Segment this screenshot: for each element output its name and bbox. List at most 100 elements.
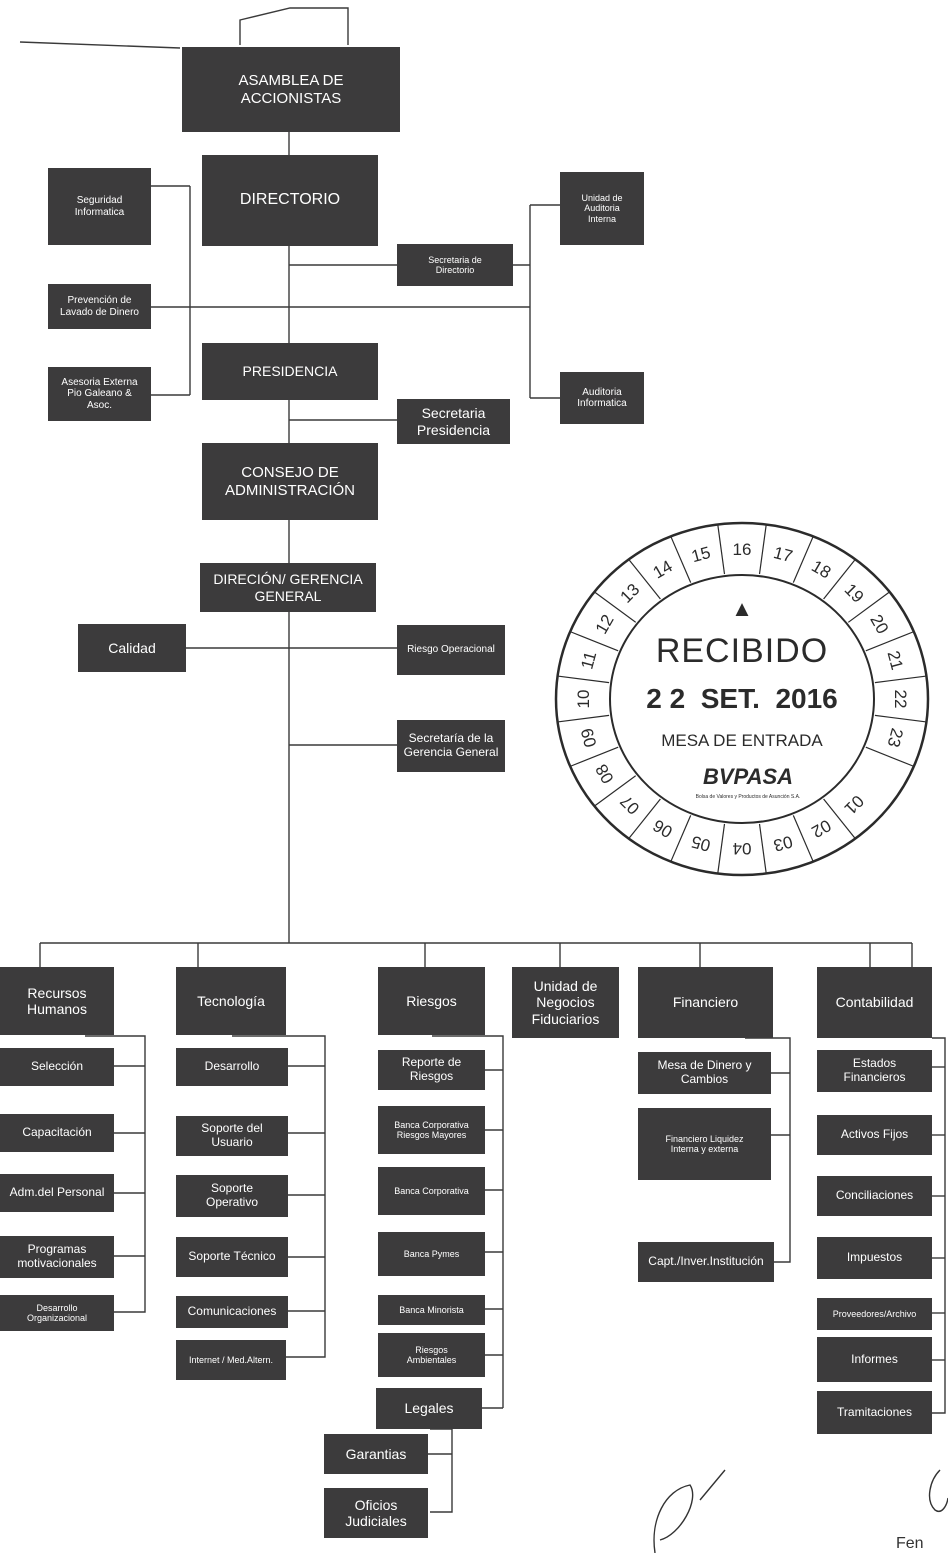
- stamp-ring-divider: [670, 537, 692, 583]
- stamp-ring-number: 19: [841, 580, 868, 607]
- stamp-ring-number: 16: [733, 540, 752, 559]
- stamp-ring-number: 11: [577, 649, 600, 671]
- node-calidad: Calidad: [78, 624, 186, 672]
- stamp-ring-number: 23: [883, 726, 906, 749]
- stamp-ring-number: 12: [592, 611, 618, 637]
- stamp-ring-number: 10: [574, 690, 593, 709]
- stamp-ring-number: 04: [733, 839, 752, 858]
- stamp-ring-divider: [717, 823, 726, 873]
- legales-garantias: Garantias: [324, 1434, 428, 1474]
- stamp-ring-number: 02: [808, 816, 834, 842]
- tec-soporte-usuario: Soporte del Usuario: [176, 1116, 288, 1156]
- stamp-ring-divider: [758, 823, 767, 873]
- riesgos-legales: Legales: [376, 1388, 482, 1429]
- stamp-ring-divider: [758, 525, 767, 575]
- stamp-ring-number: 13: [617, 580, 644, 607]
- stamp-ring-number: 15: [689, 543, 712, 566]
- tec-soporte-operativo: Soporte Operativo: [176, 1175, 288, 1217]
- stamp-ring-divider: [792, 537, 814, 583]
- node-consejo-administracion: CONSEJO DE ADMINISTRACIÓN: [202, 443, 378, 520]
- cont-proveedores-archivo: Proveedores/Archivo: [817, 1298, 932, 1330]
- stamp-ring-divider: [594, 775, 637, 806]
- stamp-ring-number: 08: [592, 761, 618, 787]
- node-gerencia-general: DIRECIÓN/ GERENCIA GENERAL: [200, 563, 376, 612]
- node-seguridad-informatica: Seguridad Informatica: [48, 168, 151, 245]
- stamp-logo-mark: ▲: [731, 596, 753, 621]
- fin-liquidez: Financiero Liquidez Interna y externa: [638, 1108, 771, 1180]
- stamp-ring-number: 22: [891, 690, 910, 709]
- stamp-logo: BVPASA: [703, 764, 793, 789]
- stamp-ring-divider: [558, 675, 610, 684]
- stamp-ring-number: 18: [808, 557, 834, 583]
- tec-desarrollo: Desarrollo: [176, 1048, 288, 1086]
- stamp-ring-number: 21: [883, 649, 906, 672]
- stamp-ring-divider: [570, 746, 619, 767]
- stamp-ring-number: 09: [577, 726, 600, 749]
- stamp-ring-number: 17: [771, 543, 794, 566]
- dept-riesgos: Riesgos: [378, 967, 485, 1035]
- stamp-ring-divider: [792, 815, 814, 861]
- stamp-ring-divider: [823, 559, 856, 600]
- node-presidencia: PRESIDENCIA: [202, 343, 378, 400]
- stamp-date: 2 2 SET. 2016: [646, 683, 837, 714]
- riesgos-banca-minorista: Banca Minorista: [378, 1295, 485, 1325]
- cont-conciliaciones: Conciliaciones: [817, 1176, 932, 1216]
- dept-financiero: Financiero: [638, 967, 773, 1038]
- stamp-ring-divider: [874, 675, 926, 684]
- stamp-ring-number: 01: [841, 791, 868, 818]
- node-secretaria-gerencia: Secretaría de la Gerencia General: [397, 720, 505, 772]
- stamp-logo-subtitle: Bolsa de Valores y Productos de Asunción…: [696, 794, 801, 800]
- riesgos-reporte: Reporte de Riesgos: [378, 1050, 485, 1090]
- riesgos-banca-corp-mayores: Banca Corporativa Riesgos Mayores: [378, 1106, 485, 1154]
- stamp-ring-divider: [670, 815, 692, 861]
- stamp-ring-number: 07: [617, 791, 644, 818]
- stamp-ring-number: 06: [650, 816, 676, 842]
- node-asesoria-externa: Asesoria Externa Pio Galeano & Asoc.: [48, 367, 151, 421]
- tec-soporte-tecnico: Soporte Técnico: [176, 1237, 288, 1277]
- node-directorio: DIRECTORIO: [202, 155, 378, 246]
- dept-contabilidad: Contabilidad: [817, 967, 932, 1038]
- fin-mesa-dinero: Mesa de Dinero y Cambios: [638, 1052, 771, 1094]
- node-asamblea: ASAMBLEA DE ACCIONISTAS: [182, 47, 400, 132]
- fin-capt-inver: Capt./Inver.Institución: [638, 1242, 774, 1282]
- rrhh-adm-personal: Adm.del Personal: [0, 1174, 114, 1212]
- stamp-ring-divider: [717, 525, 726, 575]
- stamp-ring-divider: [558, 714, 610, 723]
- tec-comunicaciones: Comunicaciones: [176, 1296, 288, 1328]
- stamp-ring-divider: [823, 798, 856, 839]
- cont-activos-fijos: Activos Fijos: [817, 1115, 932, 1155]
- stamp-ring-divider: [570, 631, 619, 652]
- node-riesgo-operacional: Riesgo Operacional: [397, 625, 505, 675]
- stamp-office: MESA DE ENTRADA: [661, 731, 823, 750]
- rrhh-programas-motivacionales: Programas motivacionales: [0, 1236, 114, 1278]
- node-auditoria-informatica: Auditoria Informatica: [560, 372, 644, 424]
- stamp-ring-divider: [874, 714, 926, 723]
- legales-oficios-judiciales: Oficios Judiciales: [324, 1488, 428, 1538]
- rrhh-desarrollo-organizacional: Desarrollo Organizacional: [0, 1295, 114, 1331]
- cont-estados-financieros: Estados Financieros: [817, 1050, 932, 1092]
- dept-negocios-fiduciarios: Unidad de Negocios Fiduciarios: [512, 967, 619, 1038]
- stamp-ring-divider: [865, 746, 914, 767]
- stamp-ring-number: 03: [771, 832, 794, 855]
- riesgos-banca-pymes: Banca Pymes: [378, 1232, 485, 1276]
- stamp-ring-number: 20: [866, 611, 892, 637]
- riesgos-ambientales: Riesgos Ambientales: [378, 1333, 485, 1377]
- node-prevencion-lavado: Prevención de Lavado de Dinero: [48, 284, 151, 329]
- tec-internet: Internet / Med.Altern.: [176, 1340, 286, 1380]
- riesgos-banca-corporativa: Banca Corporativa: [378, 1167, 485, 1215]
- cont-impuestos: Impuestos: [817, 1237, 932, 1279]
- signature-footer-text: Fen: [896, 1535, 924, 1552]
- stamp-ring-number: 14: [650, 557, 676, 583]
- node-unidad-auditoria-interna: Unidad de Auditoria Interna: [560, 172, 644, 245]
- cont-tramitaciones: Tramitaciones: [817, 1391, 932, 1434]
- dept-tecnologia: Tecnología: [176, 967, 286, 1035]
- stamp-title: RECIBIDO: [656, 632, 828, 670]
- rrhh-capacitacion: Capacitación: [0, 1114, 114, 1152]
- node-secretaria-presidencia: Secretaria Presidencia: [397, 399, 510, 444]
- dept-recursos-humanos: Recursos Humanos: [0, 967, 114, 1035]
- node-secretaria-directorio: Secretaria de Directorio: [397, 244, 513, 286]
- stamp-ring-divider: [628, 559, 661, 600]
